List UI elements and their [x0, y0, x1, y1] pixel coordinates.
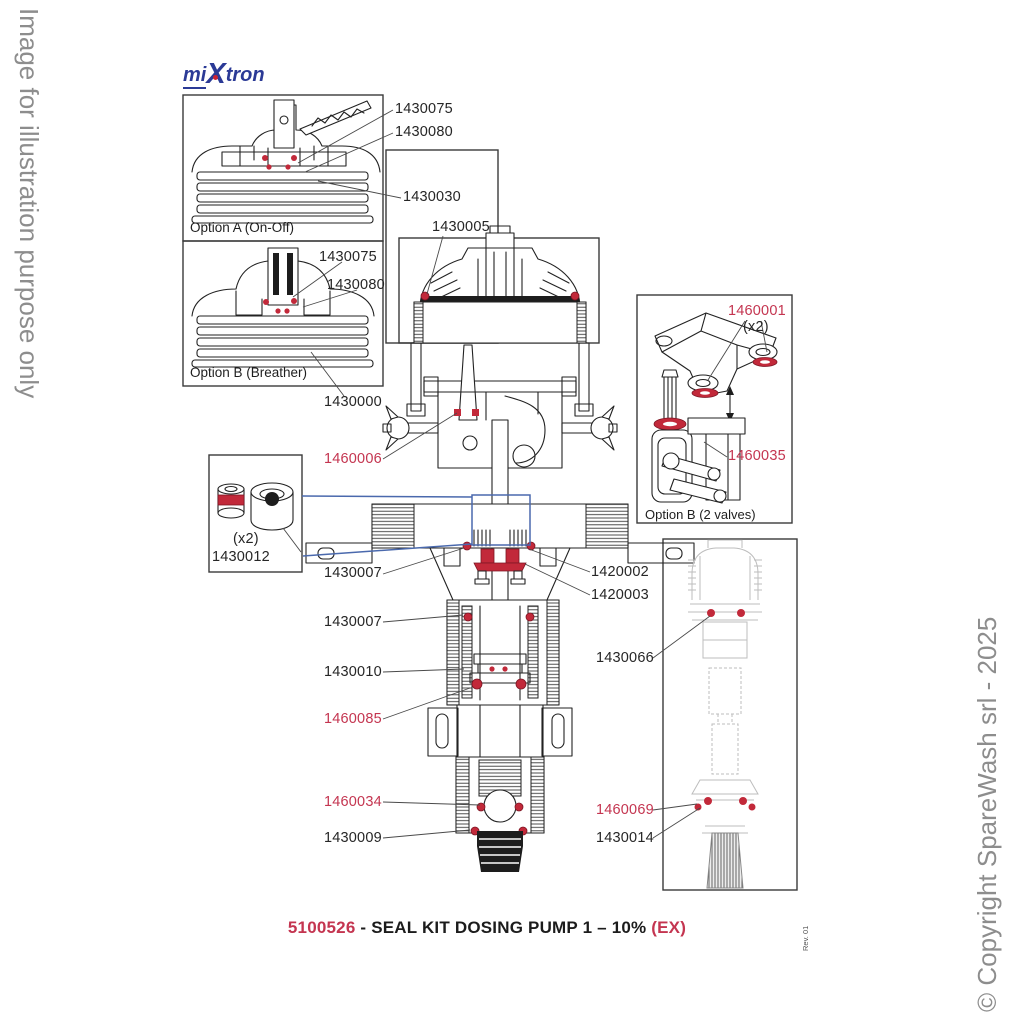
part-label-1430080-option-b: 1430080 [327, 277, 385, 293]
logo-part-tron: tron [225, 64, 265, 86]
caption-option-a: Option A (On-Off) [190, 220, 295, 235]
copyright-right: © Copyright SpareWash srl - 2025 [972, 616, 1002, 1012]
part-label-1460035: 1460035 [728, 448, 786, 464]
leader-lines [292, 109, 768, 839]
part-label-1460001: 1460001 [728, 303, 786, 319]
part-label-1430010: 1430010 [324, 664, 382, 680]
inset-qty-label: (x2) [233, 531, 259, 547]
option-a-drawing [191, 99, 381, 224]
part-label-1460006: 1460006 [324, 451, 382, 467]
part-label-1460034: 1460034 [324, 794, 382, 810]
part-label-1430007-upper: 1430007 [324, 565, 382, 581]
part-label-1430005: 1430005 [432, 219, 490, 235]
caption-option-b-valves: Option B (2 valves) [645, 507, 756, 522]
kit-title-text: - SEAL KIT DOSING PUMP 1 – 10% [355, 918, 652, 937]
part-label-1430000: 1430000 [324, 394, 382, 410]
logo-part-mi: mi [183, 64, 207, 89]
part-label-1430080-option-a: 1430080 [395, 124, 453, 140]
logo-red-dot-icon [213, 75, 219, 80]
part-label-1430007-lower: 1430007 [324, 614, 382, 630]
caption-option-b-breather: Option B (Breather) [190, 365, 308, 380]
main-pump-drawing [305, 225, 695, 872]
watermark-left: Image for illustration purpose only [14, 8, 44, 399]
part-label-1430075-option-a: 1430075 [395, 101, 453, 117]
part-label-1420002: 1420002 [591, 564, 649, 580]
part-label-1430066: 1430066 [596, 650, 654, 666]
part-label-1420003: 1420003 [591, 587, 649, 603]
option-b-valves-drawing [651, 312, 778, 504]
part-label-1430014: 1430014 [596, 830, 654, 846]
detail-callout [301, 494, 531, 557]
logo-part-x: X [206, 58, 226, 90]
kit-title-suffix: (EX) [651, 918, 687, 937]
part-label-1460069: 1460069 [596, 802, 654, 818]
part-label-1430030: 1430030 [403, 189, 461, 205]
part-label-1430075-option-b: 1430075 [319, 249, 377, 265]
qty-label-1460001: (x2) [743, 319, 769, 335]
kit-code: 5100526 [287, 918, 356, 937]
part-label-1460085: 1460085 [324, 711, 382, 727]
kit-title: 5100526 - SEAL KIT DOSING PUMP 1 – 10% (… [187, 918, 787, 938]
revision-note: Rev. 01 [801, 925, 810, 951]
option-b-breather-drawing [191, 247, 375, 368]
part-label-1430012: 1430012 [212, 549, 270, 565]
part-label-1430009: 1430009 [324, 830, 382, 846]
ghost-valve-drawing [688, 539, 762, 889]
inset-seals-drawing [217, 482, 302, 553]
